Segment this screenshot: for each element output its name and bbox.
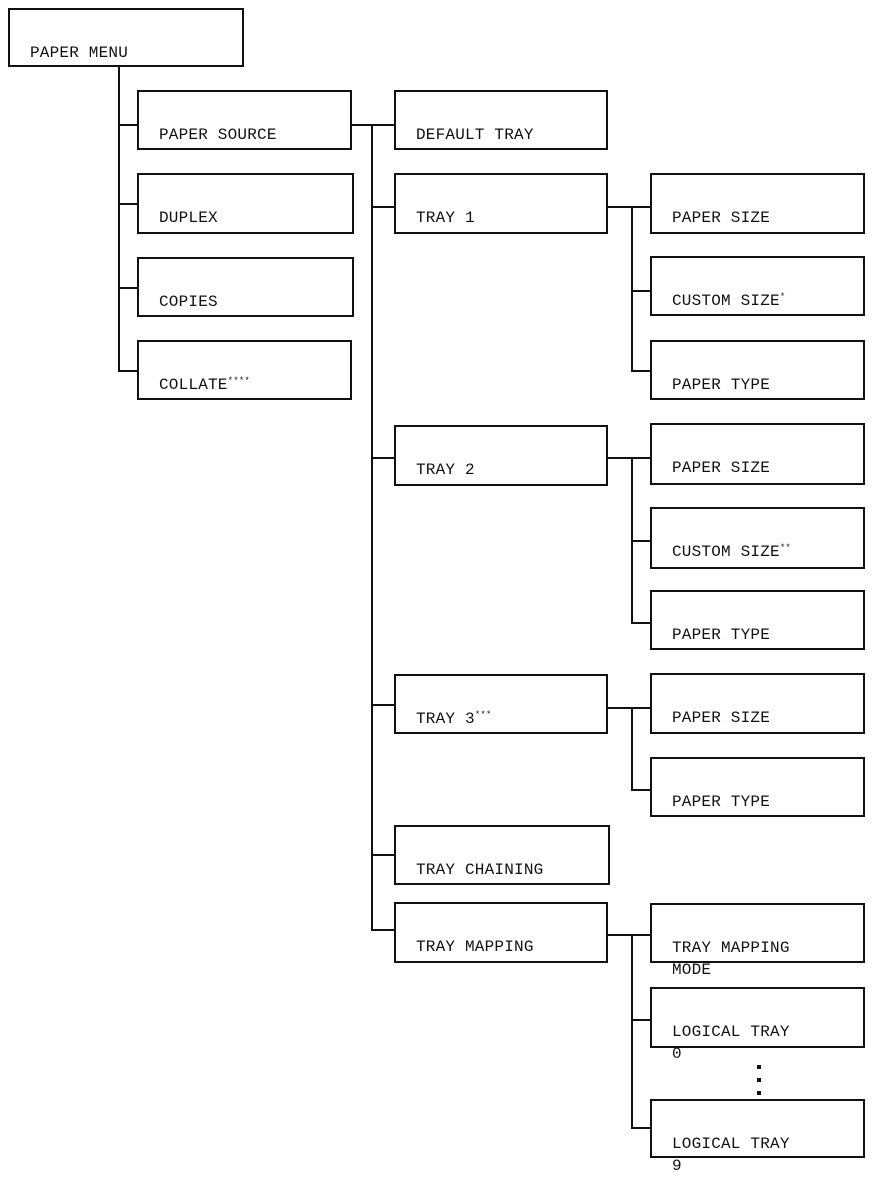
- vertical-ellipsis-dot-middle: [757, 1078, 761, 1082]
- tray-2-custom-size-label: CUSTOM SIZE: [672, 543, 780, 561]
- tray-mapping-label: TRAY MAPPING: [416, 938, 534, 956]
- tray-1-custom-size-label: CUSTOM SIZE: [672, 292, 780, 310]
- logical-tray-9-box: LOGICAL TRAY 9: [650, 1099, 865, 1175]
- tray-3-box: TRAY 3***: [394, 674, 608, 734]
- logical-tray-0-box: LOGICAL TRAY 0: [650, 987, 865, 1063]
- tray-1-label: TRAY 1: [416, 209, 475, 227]
- vertical-ellipsis-dot-bottom: [757, 1091, 761, 1095]
- logical-tray-0-label: LOGICAL TRAY 0: [672, 1023, 790, 1063]
- tray-3-paper-type-box: PAPER TYPE: [650, 757, 865, 817]
- paper-menu-label: PAPER MENU: [30, 44, 129, 62]
- collate-label: COLLATE: [159, 376, 228, 394]
- tray-1-paper-size-label: PAPER SIZE: [672, 209, 771, 227]
- tray-3-footnote-mark: ***: [474, 710, 492, 720]
- vertical-ellipsis-dot-top: [757, 1065, 761, 1069]
- tray-chaining-label: TRAY CHAINING: [416, 861, 544, 879]
- paper-source-box: PAPER SOURCE: [137, 90, 352, 150]
- tray-2-paper-size-box: PAPER SIZE: [650, 423, 865, 485]
- tray-2-paper-size-label: PAPER SIZE: [672, 459, 771, 477]
- default-tray-box: DEFAULT TRAY: [394, 90, 608, 150]
- tray-1-paper-type-box: PAPER TYPE: [650, 340, 865, 400]
- duplex-box: DUPLEX: [137, 173, 354, 234]
- tray-1-custom-size-box: CUSTOM SIZE*: [650, 256, 865, 316]
- collate-footnote-mark: ****: [227, 376, 251, 386]
- tray-2-box: TRAY 2: [394, 425, 608, 486]
- tray-2-paper-type-box: PAPER TYPE: [650, 590, 865, 650]
- tray-3-label: TRAY 3: [416, 710, 475, 728]
- default-tray-label: DEFAULT TRAY: [416, 126, 534, 144]
- paper-source-label: PAPER SOURCE: [159, 126, 277, 144]
- tray-1-paper-size-box: PAPER SIZE: [650, 173, 865, 234]
- copies-label: COPIES: [159, 293, 218, 311]
- tray-1-custom-size-footnote-mark: *: [779, 292, 786, 302]
- tray-mapping-mode-label: TRAY MAPPING MODE: [672, 939, 790, 979]
- tray-mapping-mode-box: TRAY MAPPING MODE: [650, 903, 865, 979]
- tray-mapping-box: TRAY MAPPING: [394, 902, 608, 963]
- tray-1-paper-type-label: PAPER TYPE: [672, 376, 771, 394]
- tray-3-paper-size-box: PAPER SIZE: [650, 673, 865, 734]
- tray-2-paper-type-label: PAPER TYPE: [672, 626, 771, 644]
- tray-3-paper-type-label: PAPER TYPE: [672, 793, 771, 811]
- tray-2-custom-size-box: CUSTOM SIZE**: [650, 507, 865, 569]
- tray-chaining-box: TRAY CHAINING: [394, 825, 610, 885]
- tray-2-label: TRAY 2: [416, 461, 475, 479]
- tray-1-box: TRAY 1: [394, 173, 608, 234]
- tray-3-paper-size-label: PAPER SIZE: [672, 709, 771, 727]
- tray-2-custom-size-footnote-mark: **: [779, 543, 792, 553]
- copies-box: COPIES: [137, 257, 354, 317]
- duplex-label: DUPLEX: [159, 209, 218, 227]
- paper-menu-box: PAPER MENU: [8, 8, 244, 67]
- logical-tray-9-label: LOGICAL TRAY 9: [672, 1135, 790, 1175]
- collate-box: COLLATE****: [137, 340, 352, 400]
